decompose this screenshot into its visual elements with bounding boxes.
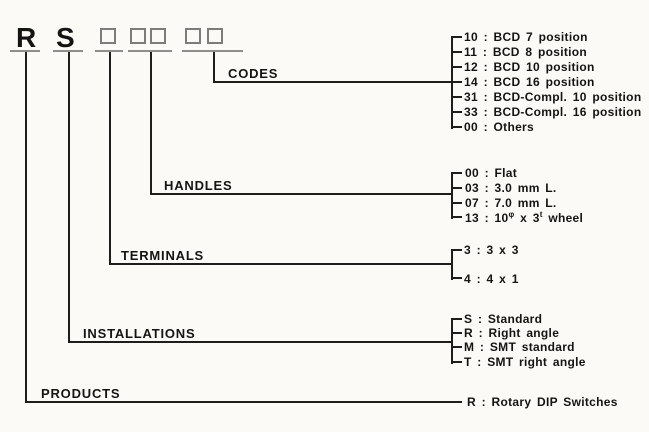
bracket-tick <box>451 361 462 363</box>
connector-terminals <box>109 263 453 265</box>
list-item-codes: 11 : BCD 8 position <box>464 45 588 59</box>
connector-handles <box>150 193 453 195</box>
bracket-tick <box>451 332 462 334</box>
bracket-tick <box>451 277 462 279</box>
digit-box-5 <box>207 28 223 44</box>
bracket-tick <box>451 51 462 53</box>
bracket-tick <box>451 346 462 348</box>
bracket-tick <box>451 111 462 113</box>
list-item-codes: 00 : Others <box>464 120 534 134</box>
digit-box-2 <box>130 28 146 44</box>
list-item-codes: 12 : BCD 10 position <box>464 60 595 74</box>
list-item-terminals: 4 : 4 x 1 <box>464 272 519 286</box>
prefix-letter-s: S <box>56 22 75 53</box>
bracket-tick <box>451 66 462 68</box>
bracket-terminals <box>451 249 453 280</box>
list-item-handles: 13 : 10φ x 3t wheel <box>465 210 584 225</box>
bracket-tick <box>451 216 462 218</box>
list-item-installations: T : SMT right angle <box>464 355 586 369</box>
group-label-codes: CODES <box>228 66 279 81</box>
group-label-terminals: TERMINALS <box>121 248 205 263</box>
underline-installations-token <box>53 50 83 52</box>
underline-terminals-token <box>95 50 123 52</box>
prefix-letter-r: R <box>16 22 37 53</box>
connector-codes <box>213 81 453 83</box>
digit-box-1 <box>100 28 116 44</box>
group-label-installations: INSTALLATIONS <box>83 326 196 341</box>
bracket-tick <box>451 96 462 98</box>
bracket-tick <box>451 187 462 189</box>
bracket-handles <box>451 172 453 219</box>
bracket-tick <box>451 36 462 38</box>
bracket-tick <box>451 318 462 320</box>
digit-box-4 <box>185 28 201 44</box>
connector-installations <box>68 341 453 343</box>
list-item-handles: 00 : Flat <box>465 166 518 180</box>
bracket-tick <box>451 172 462 174</box>
list-item-codes: 31 : BCD-Compl. 10 position <box>464 90 642 104</box>
list-item-installations: S : Standard <box>464 312 543 326</box>
list-item-codes: 10 : BCD 7 position <box>464 30 588 44</box>
list-item-handles: 07 : 7.0 mm L. <box>465 196 557 210</box>
bracket-installations <box>451 318 453 364</box>
bracket-tick <box>451 126 462 128</box>
stem-codes <box>213 52 215 83</box>
stem-terminals <box>109 52 111 265</box>
bracket-tick <box>451 81 462 83</box>
list-item-terminals: 3 : 3 x 3 <box>464 243 519 257</box>
list-item-products: R : Rotary DIP Switches <box>467 395 618 409</box>
list-item-handles: 03 : 3.0 mm L. <box>465 181 557 195</box>
underline-products-token <box>10 50 40 52</box>
underline-handles-token <box>128 50 172 52</box>
list-item-codes: 33 : BCD-Compl. 16 position <box>464 105 642 119</box>
bracket-tick <box>451 202 462 204</box>
list-item-codes: 14 : BCD 16 position <box>464 75 595 89</box>
stem-installations <box>68 52 70 343</box>
bracket-tick <box>451 249 462 251</box>
list-item-installations: M : SMT standard <box>464 340 575 354</box>
stem-products <box>25 52 27 403</box>
connector-products <box>25 401 462 403</box>
group-label-products: PRODUCTS <box>41 386 121 401</box>
underline-codes-token <box>182 50 243 52</box>
list-item-installations: R : Right angle <box>464 326 560 340</box>
stem-handles <box>150 52 152 195</box>
digit-box-3 <box>150 28 166 44</box>
group-label-handles: HANDLES <box>164 178 233 193</box>
